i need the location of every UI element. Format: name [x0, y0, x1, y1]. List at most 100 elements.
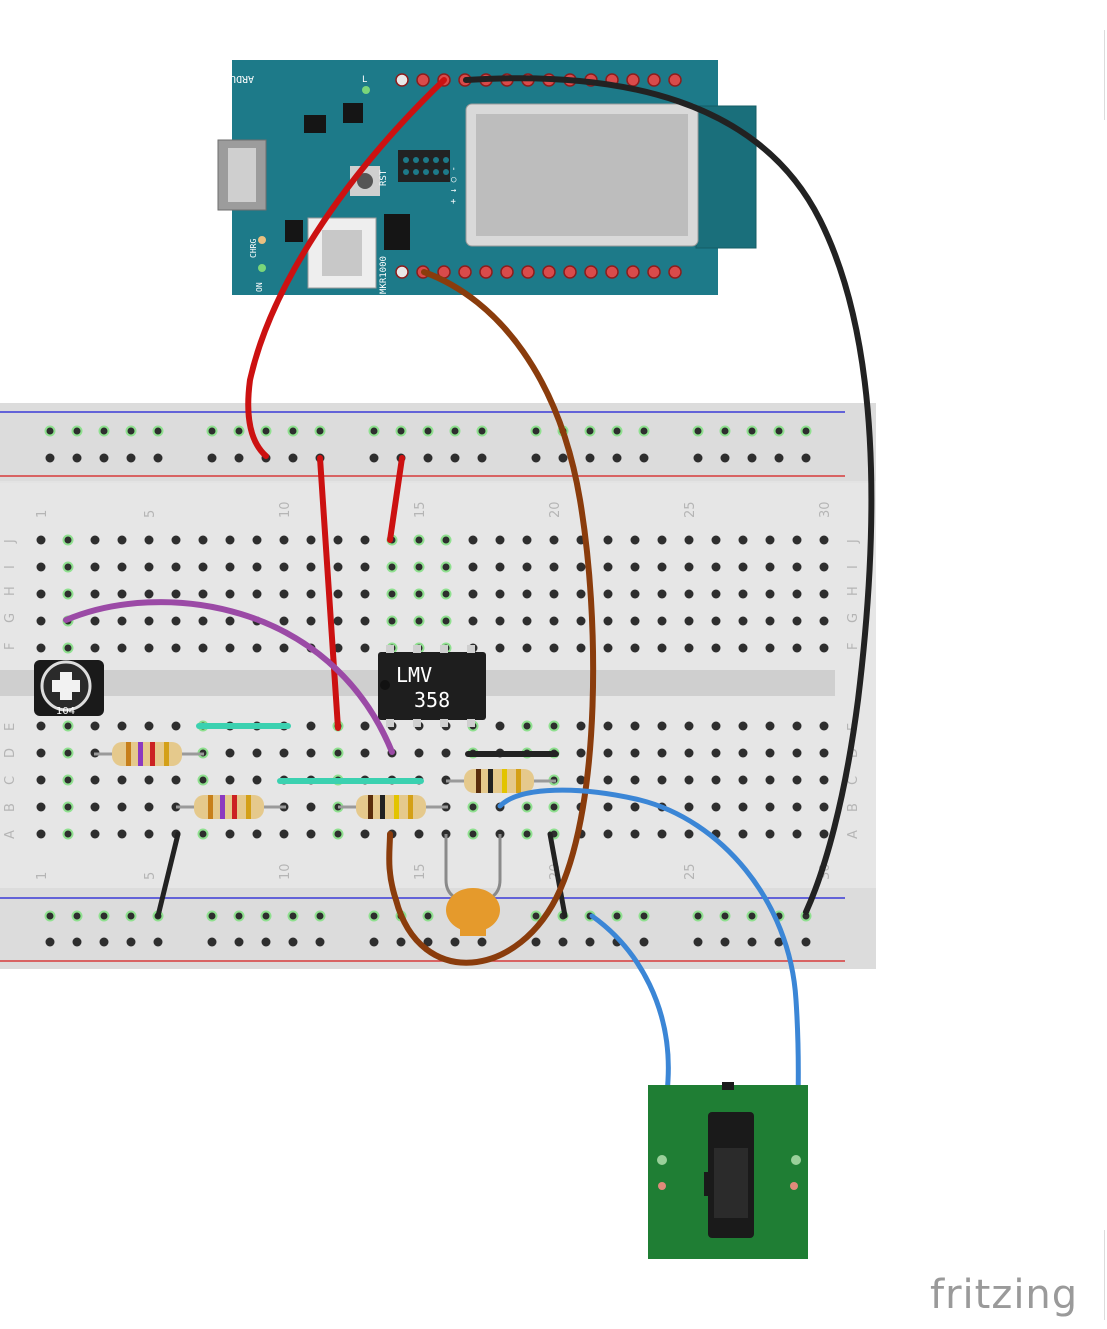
resistor-1[interactable]: [94, 742, 204, 766]
breadboard-hole[interactable]: [576, 616, 586, 626]
rail-hole[interactable]: [639, 937, 649, 947]
arduino-pin[interactable]: [479, 265, 493, 279]
breadboard-hole[interactable]: [36, 721, 46, 731]
rail-hole[interactable]: [260, 425, 272, 437]
rail-hole[interactable]: [719, 425, 731, 437]
rail-hole[interactable]: [207, 937, 217, 947]
rail-hole[interactable]: [558, 453, 568, 463]
breadboard-hole[interactable]: [495, 535, 505, 545]
breadboard-hole[interactable]: [657, 616, 667, 626]
breadboard-hole[interactable]: [684, 721, 694, 731]
ceramic-capacitor[interactable]: [444, 834, 502, 936]
arduino-mkr1000[interactable]: ARDUINO.CC MKR1000 RST CHRG ON L + ↓ ○ -: [194, 60, 757, 295]
breadboard-hole[interactable]: [467, 828, 479, 840]
breadboard-hole[interactable]: [792, 748, 802, 758]
rail-hole[interactable]: [774, 937, 784, 947]
rail-hole[interactable]: [692, 425, 704, 437]
breadboard-hole[interactable]: [792, 643, 802, 653]
breadboard-hole[interactable]: [144, 802, 154, 812]
rail-hole[interactable]: [693, 453, 703, 463]
breadboard-hole[interactable]: [279, 829, 289, 839]
breadboard-hole[interactable]: [522, 643, 532, 653]
rail-hole[interactable]: [261, 937, 271, 947]
rail-hole[interactable]: [98, 425, 110, 437]
rail-hole[interactable]: [476, 425, 488, 437]
rail-hole[interactable]: [747, 453, 757, 463]
breadboard-hole[interactable]: [225, 643, 235, 653]
breadboard-hole[interactable]: [711, 643, 721, 653]
breadboard-hole[interactable]: [144, 535, 154, 545]
breadboard-hole[interactable]: [306, 589, 316, 599]
breadboard-hole[interactable]: [90, 589, 100, 599]
breadboard-hole[interactable]: [171, 616, 181, 626]
breadboard-hole[interactable]: [306, 535, 316, 545]
breadboard-hole[interactable]: [413, 615, 425, 627]
breadboard-hole[interactable]: [765, 643, 775, 653]
breadboard-hole[interactable]: [468, 562, 478, 572]
arduino-pin[interactable]: [626, 265, 640, 279]
breadboard-hole[interactable]: [549, 589, 559, 599]
breadboard-hole[interactable]: [738, 775, 748, 785]
rail-hole[interactable]: [126, 453, 136, 463]
breadboard-hole[interactable]: [225, 748, 235, 758]
rail-hole[interactable]: [450, 937, 460, 947]
breadboard-hole[interactable]: [603, 775, 613, 785]
breadboard-hole[interactable]: [630, 829, 640, 839]
breadboard-hole[interactable]: [521, 801, 533, 813]
breadboard-hole[interactable]: [36, 748, 46, 758]
breadboard-hole[interactable]: [576, 748, 586, 758]
rail-hole[interactable]: [692, 910, 704, 922]
breadboard-hole[interactable]: [171, 775, 181, 785]
breadboard-hole[interactable]: [441, 748, 451, 758]
breadboard-hole[interactable]: [279, 562, 289, 572]
breadboard-hole[interactable]: [333, 589, 343, 599]
breadboard-hole[interactable]: [549, 616, 559, 626]
breadboard-hole[interactable]: [36, 535, 46, 545]
rail-hole[interactable]: [125, 910, 137, 922]
rail-hole[interactable]: [746, 425, 758, 437]
breadboard-hole[interactable]: [765, 748, 775, 758]
breadboard-hole[interactable]: [62, 534, 74, 546]
breadboard-hole[interactable]: [711, 589, 721, 599]
breadboard-hole[interactable]: [495, 589, 505, 599]
breadboard-hole[interactable]: [62, 642, 74, 654]
breadboard-hole[interactable]: [36, 616, 46, 626]
breadboard-hole[interactable]: [62, 720, 74, 732]
rail-hole[interactable]: [422, 910, 434, 922]
breadboard-hole[interactable]: [521, 828, 533, 840]
breadboard-hole[interactable]: [603, 562, 613, 572]
breadboard-hole[interactable]: [468, 535, 478, 545]
breadboard-hole[interactable]: [117, 802, 127, 812]
breadboard-hole[interactable]: [765, 775, 775, 785]
rail-hole[interactable]: [774, 453, 784, 463]
breadboard-hole[interactable]: [144, 589, 154, 599]
breadboard-hole[interactable]: [738, 802, 748, 812]
rail-hole[interactable]: [260, 910, 272, 922]
rail-hole[interactable]: [612, 453, 622, 463]
rail-hole[interactable]: [44, 425, 56, 437]
breadboard-hole[interactable]: [198, 643, 208, 653]
rail-hole[interactable]: [639, 453, 649, 463]
breadboard-hole[interactable]: [252, 748, 262, 758]
breadboard-hole[interactable]: [386, 588, 398, 600]
rail-hole[interactable]: [773, 425, 785, 437]
arduino-pin[interactable]: [605, 265, 619, 279]
rail-hole[interactable]: [423, 453, 433, 463]
rail-hole[interactable]: [99, 453, 109, 463]
breadboard-hole[interactable]: [36, 802, 46, 812]
breadboard-hole[interactable]: [90, 643, 100, 653]
rail-hole[interactable]: [530, 910, 542, 922]
breadboard-hole[interactable]: [603, 829, 613, 839]
breadboard-hole[interactable]: [62, 801, 74, 813]
breadboard-hole[interactable]: [521, 720, 533, 732]
breadboard-hole[interactable]: [819, 616, 829, 626]
breadboard-hole[interactable]: [603, 721, 613, 731]
breadboard-hole[interactable]: [630, 748, 640, 758]
breadboard-hole[interactable]: [657, 748, 667, 758]
breadboard-hole[interactable]: [360, 589, 370, 599]
breadboard-hole[interactable]: [144, 775, 154, 785]
breadboard-hole[interactable]: [657, 643, 667, 653]
wire-red-short-2[interactable]: [387, 455, 405, 543]
arduino-pin[interactable]: [584, 265, 598, 279]
rail-hole[interactable]: [233, 425, 245, 437]
